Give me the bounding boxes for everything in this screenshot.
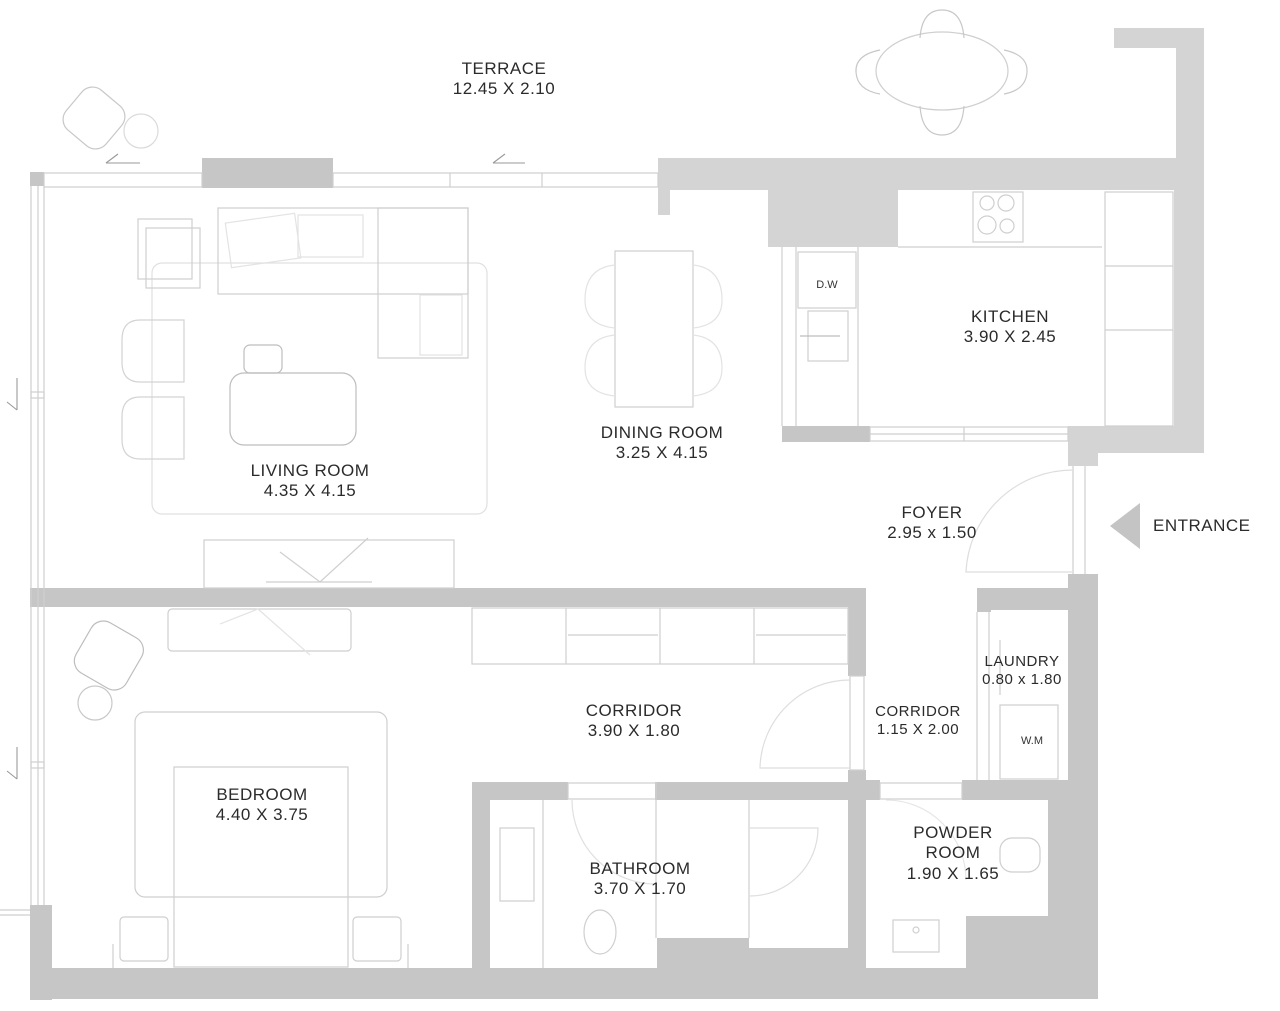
room-label-bedroom: BEDROOM 4.40 X 3.75: [216, 785, 308, 826]
room-dims: 1.90 X 1.65: [906, 863, 1000, 883]
wall-kitchen-top: [658, 158, 1204, 190]
wall-powder-top-right: [962, 780, 1077, 800]
wall-bathroom-top-right: [655, 782, 860, 800]
room-name: CORRIDOR: [875, 703, 961, 720]
wall-powder-top-left: [866, 780, 880, 800]
room-name: BEDROOM: [216, 785, 308, 804]
wall-left-corner: [30, 172, 44, 186]
room-label-terrace: TERRACE 12.45 X 2.10: [453, 59, 555, 100]
left-glazing: [0, 186, 45, 916]
wall-laundry-right: [1068, 600, 1098, 790]
room-name-line1: POWDER: [913, 823, 993, 842]
room-label-dining-room: DINING ROOM 3.25 X 4.15: [601, 423, 724, 464]
wall-kitchen-column: [768, 185, 898, 247]
room-name: BATHROOM: [589, 859, 691, 878]
wall-bathroom-left: [472, 782, 490, 972]
room-dims: 1.15 X 2.00: [876, 721, 960, 738]
wall-shower-bottom: [749, 948, 859, 972]
wall-bottom: [30, 968, 1098, 999]
wall-terrace-right: [1176, 28, 1204, 163]
room-dims: 3.90 X 1.80: [587, 721, 681, 741]
wall-laundry-top: [977, 588, 1077, 610]
terrace-glazing: [43, 172, 659, 188]
room-label-corridor-small: CORRIDOR 1.15 X 2.00: [875, 703, 961, 739]
room-name: LIVING ROOM: [250, 461, 370, 480]
wall-foyer-right-upper: [1068, 440, 1098, 466]
room-dims: 12.45 X 2.10: [452, 79, 556, 99]
wall-terrace-right-top: [1114, 28, 1176, 48]
wall-dining-pier: [658, 185, 670, 215]
washing-machine-tag: W.M: [1021, 735, 1043, 747]
dishwasher-tag: D.W: [816, 279, 838, 291]
room-label-laundry: LAUNDRY 0.80 x 1.80: [982, 653, 1062, 689]
room-name: KITCHEN: [970, 307, 1050, 326]
room-name: CORRIDOR: [585, 701, 683, 720]
wall-powder-notch: [966, 916, 1098, 971]
room-name: FOYER: [901, 503, 963, 522]
room-dims: 4.35 X 4.15: [263, 481, 357, 501]
room-dims: 0.80 x 1.80: [982, 671, 1062, 688]
wall-terrace-pier: [202, 158, 333, 188]
wall-kitchen-right: [1174, 158, 1204, 453]
room-label-kitchen: KITCHEN 3.90 X 2.45: [964, 307, 1056, 348]
room-label-corridor-main: CORRIDOR 3.90 X 1.80: [586, 701, 683, 742]
room-dims: 3.25 X 4.15: [615, 443, 709, 463]
room-label-living-room: LIVING ROOM 4.35 X 4.15: [251, 461, 370, 502]
room-name: LAUNDRY: [984, 653, 1060, 670]
wall-corridor-right-upper: [848, 588, 866, 676]
room-dims: 3.90 X 2.45: [963, 327, 1057, 347]
room-label-bathroom: BATHROOM 3.70 X 1.70: [590, 859, 691, 900]
wall-laundry-left: [977, 588, 991, 612]
room-name: DINING ROOM: [600, 423, 724, 442]
room-label-foyer: FOYER 2.95 x 1.50: [887, 503, 977, 544]
room-dims: 2.95 x 1.50: [887, 523, 977, 543]
room-name: TERRACE: [461, 59, 547, 78]
room-dims: 3.70 X 1.70: [593, 879, 687, 899]
room-label-powder-room: POWDER ROOM 1.90 X 1.65: [907, 823, 999, 884]
wall-kitchen-bottom-left: [782, 426, 870, 442]
wall-bathroom-top-left: [472, 782, 568, 800]
wall-living-bedroom: [30, 588, 866, 607]
room-name-line2: ROOM: [925, 843, 981, 863]
entrance-arrow-icon: [1110, 503, 1140, 549]
room-dims: 4.40 X 3.75: [215, 805, 309, 825]
wall-bathroom-right: [848, 782, 866, 972]
entrance-label: ENTRANCE: [1153, 516, 1251, 535]
wall-bathroom-shower-corner: [657, 938, 749, 972]
